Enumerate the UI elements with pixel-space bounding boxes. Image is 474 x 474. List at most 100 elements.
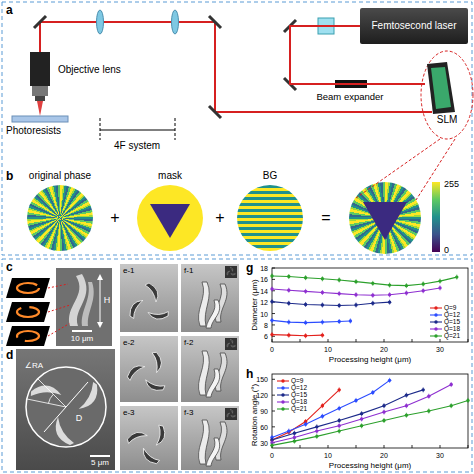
panel-c-images-part-part <box>6 278 50 298</box>
data-point <box>382 410 385 413</box>
sub-panel-label: f-3 <box>184 409 193 417</box>
tick-label: 20 <box>380 452 388 459</box>
tick-label: 0 <box>270 346 274 353</box>
panel-c-images-part <box>48 284 68 288</box>
slm-panel <box>425 62 469 114</box>
legend-swatch <box>277 406 289 412</box>
data-point <box>321 404 324 407</box>
panel-borders-part <box>2 259 472 472</box>
data-point <box>338 292 341 295</box>
tick-mark <box>272 379 275 380</box>
legend-text: Q=18 <box>444 326 460 333</box>
panel-c-images-part <box>6 278 50 298</box>
operator-symbol: + <box>110 210 119 226</box>
panel-f-images-part <box>198 282 227 328</box>
legend-marker <box>281 386 284 389</box>
slm-device: SLM <box>425 62 469 126</box>
hologram-parts-part <box>137 185 203 251</box>
axis-title: Diameter (μm) <box>251 279 259 330</box>
data-point <box>405 291 408 294</box>
panel-letter: c <box>6 261 13 273</box>
data-point <box>338 278 341 281</box>
operator-symbol: + <box>215 210 224 226</box>
tick-mark <box>356 339 357 342</box>
data-point <box>388 379 391 382</box>
panel-f-images <box>181 264 239 470</box>
dimension-label: D <box>76 414 83 423</box>
panel-f-images-part <box>181 264 239 332</box>
panel-d-image-part <box>27 399 66 407</box>
data-point <box>349 319 352 322</box>
scale-bar-label: 10 μm <box>71 335 93 343</box>
data-point <box>293 439 296 442</box>
data-point <box>270 333 273 336</box>
data-line <box>272 302 390 306</box>
data-point <box>287 429 290 432</box>
panel-c-images-part <box>97 274 103 280</box>
panel-c-images-part <box>82 282 94 326</box>
plot-frame <box>272 374 468 448</box>
panel-f-images-part <box>181 406 239 470</box>
component-label: Photoresists <box>6 126 61 136</box>
data-point <box>438 279 441 282</box>
data-point <box>438 286 441 289</box>
node-text: Femtosecond laser <box>371 20 456 32</box>
tick-label: 10 <box>260 310 268 317</box>
data-point <box>321 415 324 418</box>
node-text: SLM <box>437 114 458 126</box>
data-point <box>315 429 318 432</box>
panel-c-images-part <box>48 305 70 312</box>
legend-swatch <box>430 312 442 318</box>
tick-mark <box>468 445 469 448</box>
data-point <box>450 383 453 386</box>
legend-swatch <box>277 392 289 398</box>
data-point <box>270 287 273 290</box>
data-point <box>388 300 391 303</box>
data-point <box>287 320 290 323</box>
data-point <box>287 302 290 305</box>
optical-setup-part <box>37 101 43 116</box>
legend-text: Q=9 <box>291 378 303 385</box>
panel-f-images-part <box>226 267 236 276</box>
tick-label: 30 <box>436 346 444 353</box>
data-point <box>371 391 374 394</box>
panel-borders-part <box>2 2 472 255</box>
tick-mark <box>272 279 275 280</box>
panel-c-images-part-part <box>6 326 50 346</box>
tick-label: 0 <box>270 452 274 459</box>
data-point <box>422 282 425 285</box>
legend-text: Q=15 <box>444 319 460 326</box>
data-point <box>287 289 290 292</box>
legend-swatch <box>430 305 442 311</box>
hologram-parts-part <box>363 202 407 240</box>
colorbar-label: 255 <box>444 180 459 189</box>
optical-setup-part <box>32 86 48 96</box>
tick-label: 14 <box>260 287 268 294</box>
data-point <box>293 436 296 439</box>
data-point <box>388 283 391 286</box>
data-line <box>272 390 423 440</box>
tick-label: 6 <box>264 333 268 340</box>
data-point <box>382 404 385 407</box>
data-point <box>304 290 307 293</box>
data-line <box>272 276 457 286</box>
tick-mark <box>440 339 441 342</box>
data-point <box>304 276 307 279</box>
data-point <box>338 388 341 391</box>
optical-setup-part <box>215 111 432 113</box>
panel-f-images-part <box>226 409 236 418</box>
optical-setup-part <box>35 96 45 101</box>
tick-mark <box>272 395 275 396</box>
colorbar-label: 0 <box>444 246 449 255</box>
data-point <box>354 399 357 402</box>
data-point <box>304 321 307 324</box>
data-point <box>304 423 307 426</box>
optical-setup-part <box>214 22 216 112</box>
slm-screen <box>431 67 451 109</box>
sub-panel-label: f-1 <box>184 267 193 275</box>
data-point <box>287 275 290 278</box>
tick-label: 10 <box>324 452 332 459</box>
panel-c-images-part-part <box>17 283 39 293</box>
tick-label: 60 <box>260 423 268 430</box>
optical-setup-part <box>40 21 215 23</box>
